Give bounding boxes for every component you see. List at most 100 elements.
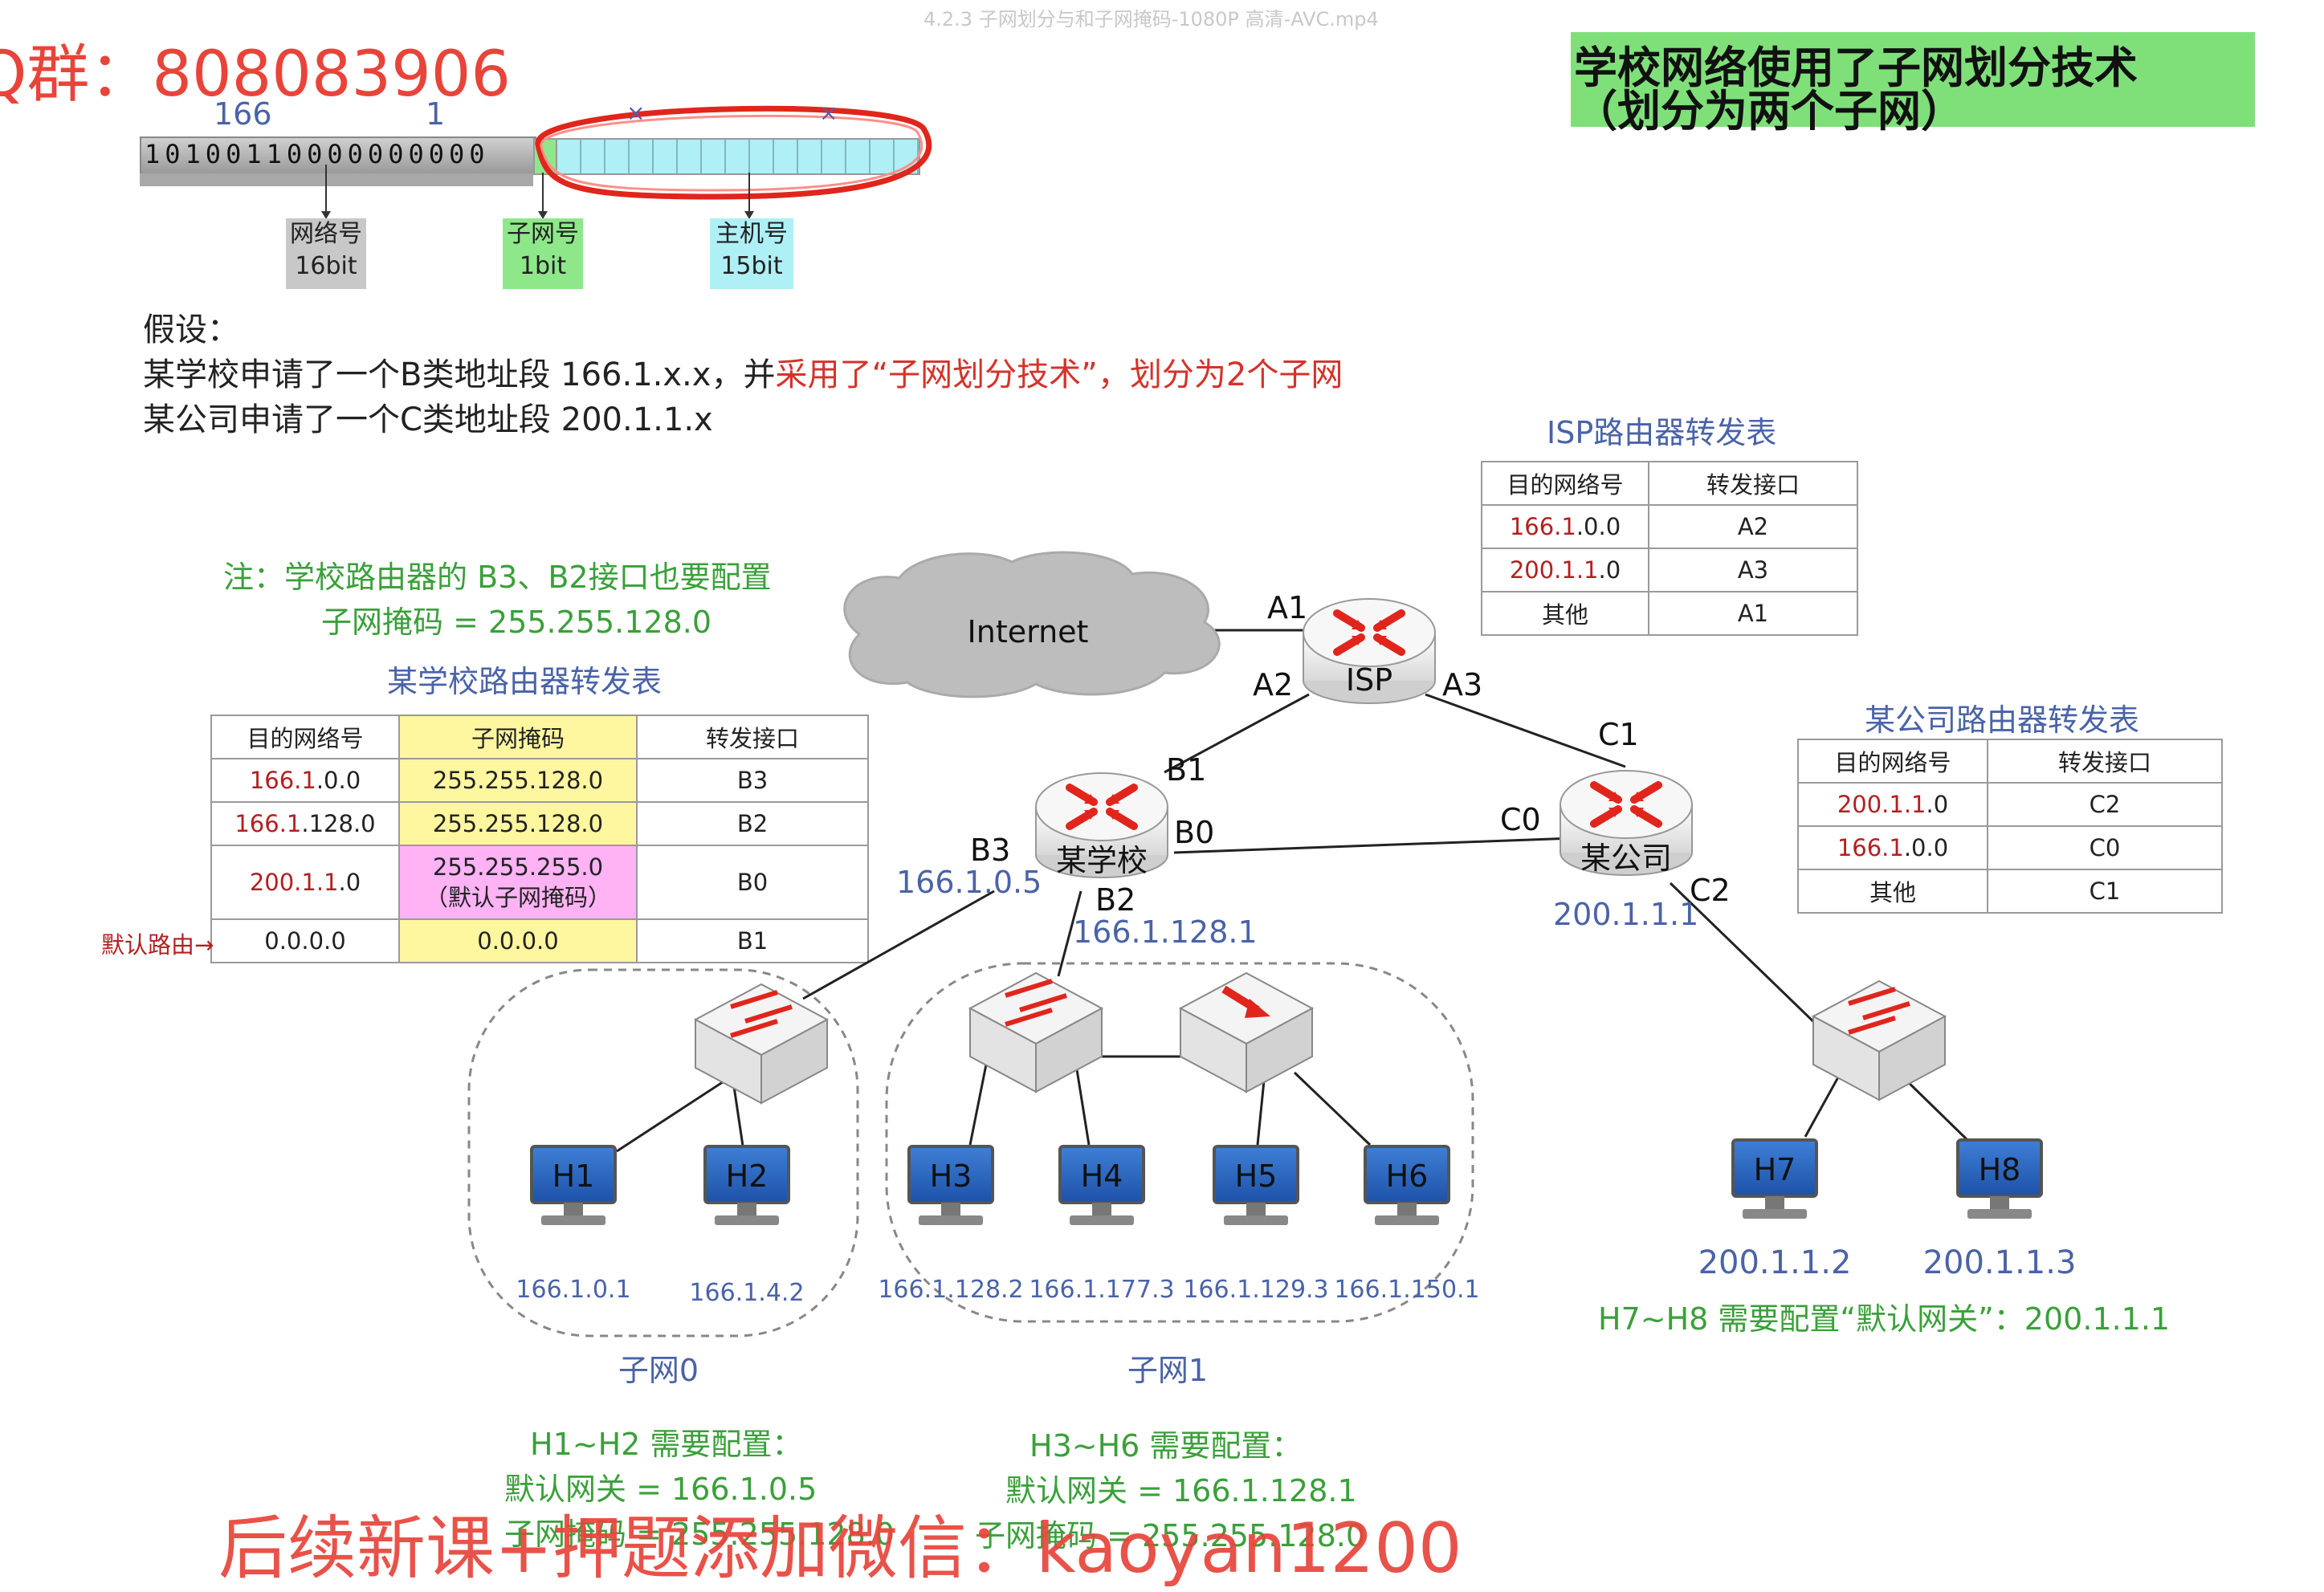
dest-cell: 其他 <box>1481 591 1649 636</box>
subnet-number-tag-bits: 1bit <box>519 252 567 280</box>
h3h6-config-gateway: 默认网关 = 166.1.128.1 <box>1005 1473 1357 1509</box>
dest-suffix: .0 <box>1926 791 1949 818</box>
host-name: H1 <box>552 1158 595 1194</box>
network-number-tag: 网络号 16bit <box>286 218 366 289</box>
header-dest: 目的网络号 <box>210 715 400 759</box>
company-ip: 200.1.1.1 <box>1553 897 1698 932</box>
dest-cell: 166.1.0.0 <box>210 758 400 803</box>
assumption-heading: 假设： <box>143 311 239 348</box>
mask-value: 255.255.255.0 <box>432 853 604 881</box>
switch-subnet1-a <box>968 971 1104 1093</box>
iface-cell: A3 <box>1648 548 1858 592</box>
table-row: 200.1.1.0 A3 <box>1481 548 1858 592</box>
school-label: 某学校 <box>1056 843 1148 878</box>
dest-suffix: 其他 <box>1869 879 1916 906</box>
port-c0: C0 <box>1500 802 1541 837</box>
interface-ip-labels: 166.1.0.5 166.1.128.1 200.1.1.1 <box>896 865 1698 950</box>
school-router: 某学校 <box>1035 772 1168 878</box>
table-header-row: 目的网络号 子网掩码 转发接口 <box>210 715 869 759</box>
port-a2: A2 <box>1253 667 1293 702</box>
table-header-row: 目的网络号 转发接口 <box>1481 461 1858 506</box>
host-name: H5 <box>1235 1158 1278 1194</box>
dest-prefix: 166.1 <box>234 810 302 837</box>
dest-cell: 200.1.1.0 <box>1481 548 1649 592</box>
mask-cell: 255.255.255.0（默认子网掩码） <box>398 845 638 920</box>
subnet0-boundary <box>467 968 859 1338</box>
title-banner: 学校网络使用了子网划分技术 （划分为两个子网） <box>1571 32 2255 136</box>
internet-label: Internet <box>968 614 1089 649</box>
company-label: 某公司 <box>1580 841 1672 876</box>
dest-suffix: .0.0 <box>1576 513 1621 540</box>
h1h2-config-title: H1~H2 需要配置： <box>530 1427 803 1462</box>
note-line2: 子网掩码 = 255.255.128.0 <box>321 605 712 640</box>
dest-suffix: .0.0 <box>316 767 361 794</box>
subnet1-label: 子网1 <box>1127 1353 1208 1388</box>
dest-prefix: 166.1 <box>1509 513 1576 540</box>
video-title: 4.2.3 子网划分与和子网掩码-1080P 高清-AVC.mp4 <box>923 8 1379 31</box>
dest-suffix: 0.0.0.0 <box>264 927 346 955</box>
dest-prefix: 166.1 <box>249 767 316 794</box>
links <box>616 629 1969 1153</box>
host-ip: 166.1.129.3 <box>1183 1276 1328 1304</box>
header-iface: 转发接口 <box>1648 461 1858 506</box>
host-ip: 200.1.1.3 <box>1923 1244 2077 1281</box>
port-a1: A1 <box>1267 590 1307 625</box>
host-ip: 166.1.128.2 <box>878 1276 1023 1304</box>
switch-arrows-icon <box>1848 987 1910 1035</box>
port-b1: B1 <box>1166 752 1206 788</box>
host-number-tag: 主机号 15bit <box>710 218 793 289</box>
dest-suffix: 其他 <box>1541 601 1588 629</box>
host-name: H8 <box>1979 1152 2021 1187</box>
iface-cell: A1 <box>1648 591 1858 636</box>
h3h6-config-mask: 子网掩码 = 255.255.128.0 <box>975 1518 1366 1553</box>
host-h5: H5 166.1.129.3 <box>1183 1145 1329 1304</box>
port-labels: A1 A2 A3 B1 B0 B3 B2 C1 C0 C2 <box>970 590 1731 918</box>
port-b3: B3 <box>970 833 1010 868</box>
port-c2: C2 <box>1690 873 1731 908</box>
isp-label: ISP <box>1346 662 1392 698</box>
dest-cell: 0.0.0.0 <box>210 918 400 963</box>
banner-line2: （划分为两个子网） <box>1574 86 1964 136</box>
dest-prefix: 200.1.1 <box>1837 791 1926 818</box>
dest-suffix: .0.0 <box>1903 834 1949 861</box>
assumption-line1-prefix: 某学校申请了一个B类地址段 166.1.x.x，并 <box>143 356 776 393</box>
header-mask: 子网掩码 <box>398 715 638 759</box>
host-ip: 166.1.150.1 <box>1334 1276 1479 1304</box>
port-b0: B0 <box>1174 815 1214 850</box>
host-h8: H8 200.1.1.3 <box>1923 1138 2077 1281</box>
iface-cell: C1 <box>1987 869 2223 914</box>
isp-router: ISP <box>1303 598 1436 704</box>
switch-subnet0 <box>693 983 830 1105</box>
school-forwarding-table: 目的网络号 子网掩码 转发接口 166.1.0.0 255.255.128.0 … <box>210 715 869 963</box>
assumption-line1-highlight: 采用了“子网划分技术”，划分为2个子网 <box>775 356 1343 393</box>
b2-ip: 166.1.128.1 <box>1073 914 1258 950</box>
dest-suffix: .0 <box>338 869 361 896</box>
host-number-tag-name: 主机号 <box>716 220 788 248</box>
header-dest: 目的网络号 <box>1481 461 1649 506</box>
table-row: 0.0.0.0 0.0.0.0 B1 <box>210 918 869 963</box>
table-row: 166.1.0.0 C0 <box>1797 825 2223 870</box>
qq-group-text: Q群：808083906 <box>0 39 512 111</box>
dest-suffix: .0 <box>1598 556 1621 584</box>
table-row: 其他 A1 <box>1481 591 1858 636</box>
table-row: 200.1.1.0 255.255.255.0（默认子网掩码） B0 <box>210 845 869 920</box>
note-line1: 注：学校路由器的 B3、B2接口也要配置 <box>223 560 772 595</box>
assumption-line2: 某公司申请了一个C类地址段 200.1.1.x <box>143 401 713 438</box>
table-row: 166.1.128.0 255.255.128.0 B2 <box>210 801 869 846</box>
assumption-line1: 某学校申请了一个B类地址段 166.1.x.x，并采用了“子网划分技术”，划分为… <box>143 348 1343 395</box>
svg-text:×: × <box>819 100 838 126</box>
internet-cloud: Internet <box>843 551 1221 698</box>
subnet-number-tag: 子网号 1bit <box>503 218 583 289</box>
iface-cell: C2 <box>1987 782 2223 827</box>
table-row: 其他 C1 <box>1797 869 2223 914</box>
table-header-row: 目的网络号 转发接口 <box>1797 739 2223 784</box>
dest-cell: 166.1.128.0 <box>210 801 400 846</box>
dest-suffix: .128.0 <box>301 810 376 837</box>
banner-line1: 学校网络使用了子网划分技术 <box>1574 43 2138 93</box>
dest-cell: 166.1.0.0 <box>1797 825 1988 870</box>
header-iface: 转发接口 <box>1987 739 2223 784</box>
isp-table-title: ISP路由器转发表 <box>1547 415 1777 450</box>
dest-prefix: 200.1.1 <box>249 869 339 896</box>
dest-cell: 其他 <box>1797 869 1988 914</box>
